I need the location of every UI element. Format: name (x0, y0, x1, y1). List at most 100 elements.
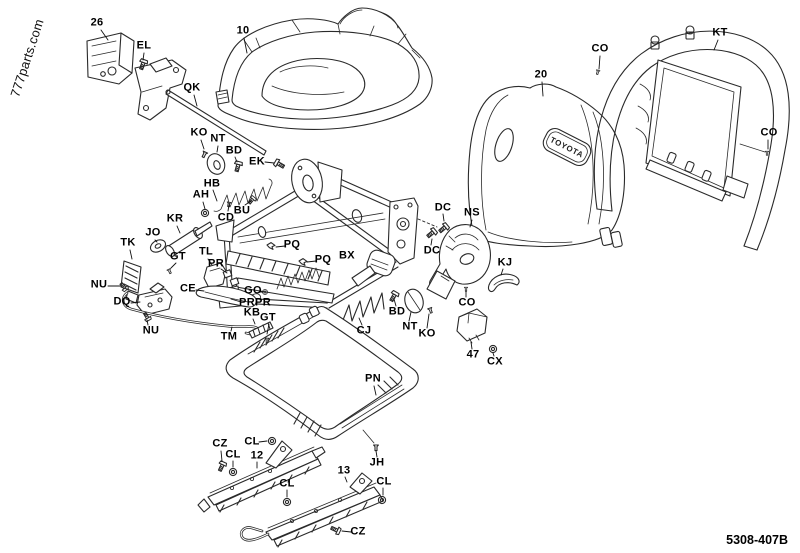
bolt-bd2-icon (387, 289, 401, 304)
clip-kj-drawing (488, 273, 520, 293)
leader-line (212, 189, 218, 202)
part-label-hb: HB (203, 177, 221, 190)
part-label-gt: GT (170, 250, 186, 263)
part-label-tm: TM (220, 330, 238, 343)
part-label-12: 12 (250, 449, 264, 462)
part-label-dc: DC (434, 201, 452, 214)
part-label-co: CO (591, 42, 609, 55)
pin-ko-icon (200, 150, 209, 159)
rod-kb-drawing (248, 321, 274, 339)
spring-cj-drawing (340, 292, 385, 326)
leader-line (430, 238, 433, 246)
leader-line (344, 476, 348, 483)
part-label-tl: TL (198, 245, 214, 258)
part-label-jh: JH (369, 456, 385, 469)
part-label-co: CO (458, 296, 476, 309)
lower-frame-pn-drawing (225, 305, 419, 444)
part-label-pr: PR (239, 296, 255, 309)
rod-qk-drawing (165, 89, 267, 156)
clip-pq2-icon (298, 258, 308, 266)
leader-line (713, 39, 719, 51)
rail-13-drawing (239, 472, 384, 548)
leader-line (541, 81, 544, 97)
part-label-pq: PQ (314, 253, 332, 266)
leader-line (130, 301, 141, 304)
leader-line (306, 260, 317, 263)
leader-line (227, 204, 230, 212)
leader-line (470, 341, 473, 350)
part-label-pq: PQ (283, 238, 301, 251)
leader-line (266, 323, 270, 335)
leader-line (442, 213, 445, 222)
part-label-ce: CE (180, 282, 196, 295)
part-label-nt: NT (402, 320, 418, 333)
blower-ns-drawing (426, 224, 491, 300)
part-label-ek: EK (249, 155, 265, 168)
part-label-cl: CL (279, 477, 295, 490)
part-label-go: GO (244, 284, 262, 297)
pin-gt-icon (166, 268, 173, 275)
part-label-cd: CD (217, 211, 235, 224)
grommet-nt2-drawing (404, 288, 424, 314)
leader-line (375, 450, 378, 458)
part-label-kj: KJ (497, 256, 513, 269)
leader-line (195, 289, 205, 292)
leader-line (358, 317, 363, 326)
part-label-cl: CL (376, 475, 392, 488)
bolt-cz2-icon (329, 523, 343, 536)
leader-line (598, 55, 601, 70)
part-label-ko: KO (190, 126, 208, 139)
leader-lines (100, 29, 769, 533)
part-label-ko: KO (418, 327, 436, 340)
nut-cx-icon (488, 344, 498, 354)
leader-line (176, 225, 181, 234)
nut-cl3-icon (282, 497, 292, 507)
leader-line (142, 52, 145, 61)
clip-pr2-drawing (229, 277, 240, 287)
box-47-drawing (456, 308, 488, 344)
part-label-kt: KT (712, 26, 728, 39)
leader-line (341, 530, 352, 533)
leader-line (154, 239, 158, 243)
part-label-cz: CZ (350, 525, 366, 538)
bracket-tl-drawing (203, 262, 227, 289)
part-label-nu: NU (142, 324, 160, 337)
leader-line (207, 258, 213, 266)
leader-line (220, 450, 223, 462)
pin-co-right-icon (764, 150, 770, 156)
part-label-cl: CL (225, 448, 241, 461)
cylinder-kr-drawing (165, 221, 213, 257)
leader-line (408, 311, 412, 322)
part-label-47: 47 (466, 348, 480, 361)
leader-line (469, 219, 473, 228)
diagram-code: 5308-407B (726, 533, 788, 547)
part-label-20: 20 (534, 68, 548, 81)
part-label-kr: KR (166, 212, 184, 225)
part-label-kb: KB (243, 306, 261, 319)
back-frame-kt-drawing (593, 25, 790, 251)
leader-line (393, 298, 397, 307)
leader-line (202, 201, 206, 210)
part-label-nt: NT (210, 132, 226, 145)
leader-line (200, 139, 205, 150)
part-label-13: 13 (337, 464, 351, 477)
part-label-qk: QK (183, 81, 201, 94)
part-label-cj: CJ (356, 324, 372, 337)
clip-pq-icon (266, 242, 276, 250)
pin-co-top-icon (594, 69, 601, 76)
leader-line (230, 326, 233, 332)
leader-line (170, 262, 177, 269)
leader-line (500, 268, 504, 276)
leader-line (243, 37, 248, 54)
part-label-dc: DC (423, 244, 441, 257)
leader-line (264, 161, 275, 164)
bracket-dq-drawing (136, 282, 173, 316)
adjuster-frame-drawing (206, 153, 438, 309)
leader-line (216, 145, 219, 153)
part-label-cl: CL (244, 435, 260, 448)
part-label-ns: NS (464, 206, 480, 219)
part-label-pr: PR (208, 257, 224, 270)
bolt-bd-icon (232, 160, 244, 173)
part-label-bd: BD (225, 144, 243, 157)
